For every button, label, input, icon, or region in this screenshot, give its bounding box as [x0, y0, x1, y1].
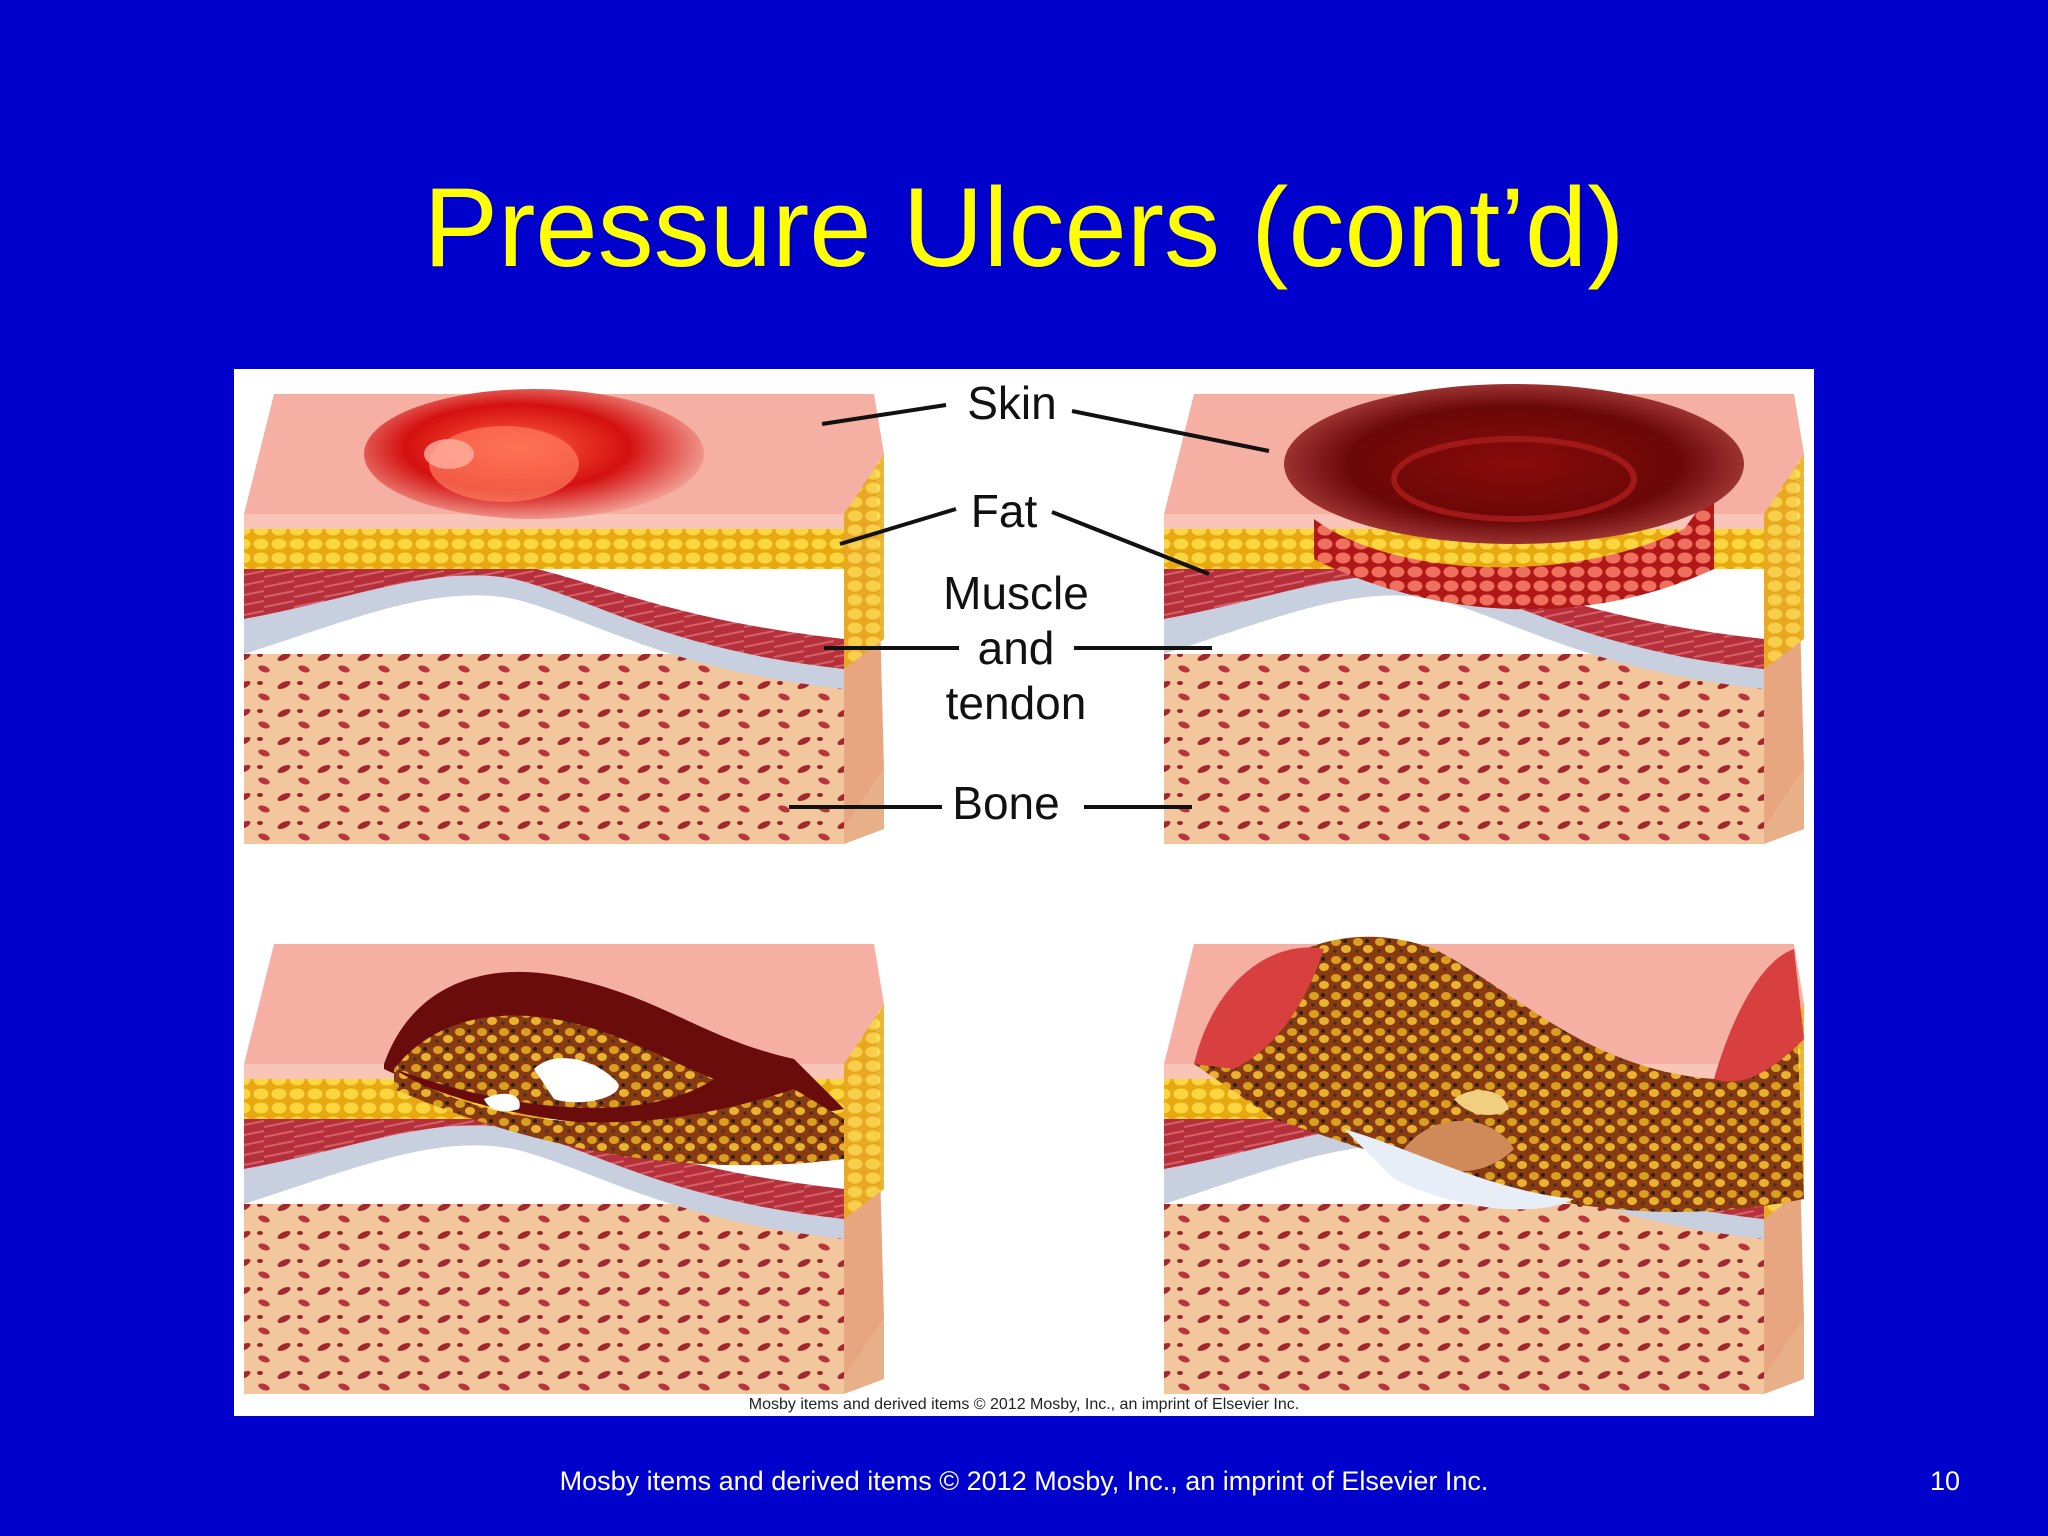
slide-title: Pressure Ulcers (cont’d): [423, 165, 1625, 290]
stage-blister-block: [244, 389, 884, 844]
label-leader-lines: [789, 403, 1270, 809]
stage-open-wound-block: [244, 944, 884, 1394]
slide-number: 10: [1929, 1466, 1960, 1496]
slide-footer: Mosby items and derived items © 2012 Mos…: [559, 1466, 1489, 1496]
figure-credit: Mosby items and derived items © 2012 Mos…: [748, 1396, 1300, 1413]
pressure-ulcer-stages-figure: Skin Fat Muscle and tendon Bone Mosby it…: [234, 369, 1814, 1416]
muscle-label: Muscle: [943, 567, 1089, 619]
bone-label: Bone: [952, 777, 1059, 829]
skin-label: Skin: [967, 377, 1056, 429]
stage-deep-crater-block: [1164, 936, 1804, 1394]
stage-deep-discoloration-block: [1164, 384, 1804, 844]
fat-label: Fat: [971, 485, 1038, 537]
ulcer-stages-illustration: Skin Fat Muscle and tendon Bone: [244, 377, 1804, 1394]
muscle-and-label: and: [978, 622, 1055, 674]
tendon-label: tendon: [946, 677, 1087, 729]
